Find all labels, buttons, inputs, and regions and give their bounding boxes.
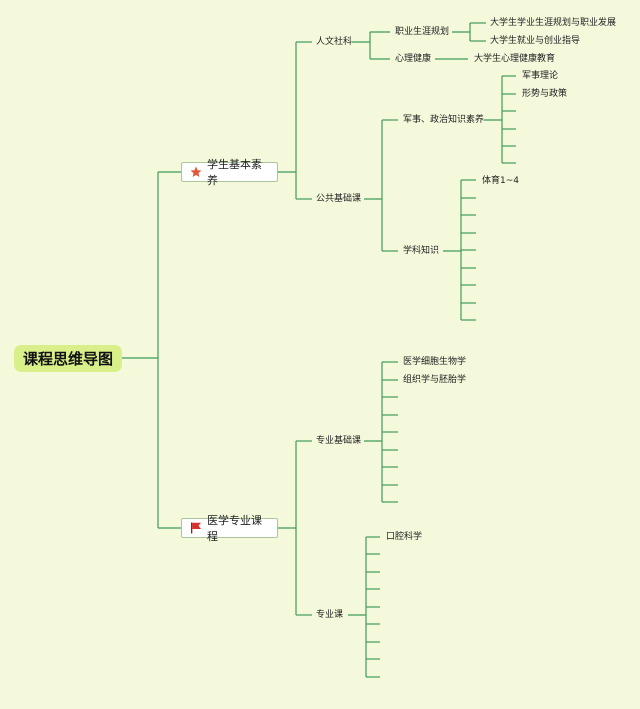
leaf-mental-health-education[interactable]: 大学生心理健康教育: [474, 54, 556, 64]
star-icon: [190, 166, 202, 178]
leaf-career-development[interactable]: 大学生学业生涯规划与职业发展: [490, 18, 617, 28]
leaf-employment-guidance[interactable]: 大学生就业与创业指导: [490, 36, 581, 46]
leaf-stomatology[interactable]: 口腔科学: [386, 532, 423, 542]
leaf-physical-education[interactable]: 体育1~4: [482, 176, 519, 186]
root-node[interactable]: 课程思维导图: [14, 345, 122, 372]
node-renwen-sheke[interactable]: 人文社科: [316, 37, 353, 47]
branch-basic-literacy[interactable]: 学生基本素养: [181, 158, 278, 187]
leaf-current-affairs[interactable]: 形势与政策: [522, 89, 568, 99]
branch-label: 医学专业课程: [207, 514, 262, 543]
leaf-histology-embryology[interactable]: 组织学与胚胎学: [403, 375, 467, 385]
root-label: 课程思维导图: [22, 350, 113, 368]
node-public-foundation[interactable]: 公共基础课: [316, 194, 362, 204]
node-military-politics[interactable]: 军事、政治知识素养: [403, 115, 485, 125]
node-professional-foundation[interactable]: 专业基础课: [316, 436, 362, 446]
node-career-planning[interactable]: 职业生涯规划: [395, 27, 450, 37]
branch-label: 学生基本素养: [207, 158, 262, 187]
flag-icon: [190, 522, 202, 534]
node-professional-courses[interactable]: 专业课: [316, 610, 344, 620]
branch-medical-courses[interactable]: 医学专业课程: [181, 514, 278, 543]
leaf-military-theory[interactable]: 军事理论: [522, 71, 559, 81]
node-mental-health[interactable]: 心理健康: [395, 54, 432, 64]
leaf-cell-biology[interactable]: 医学细胞生物学: [403, 357, 467, 367]
node-subject-knowledge[interactable]: 学科知识: [403, 246, 440, 256]
